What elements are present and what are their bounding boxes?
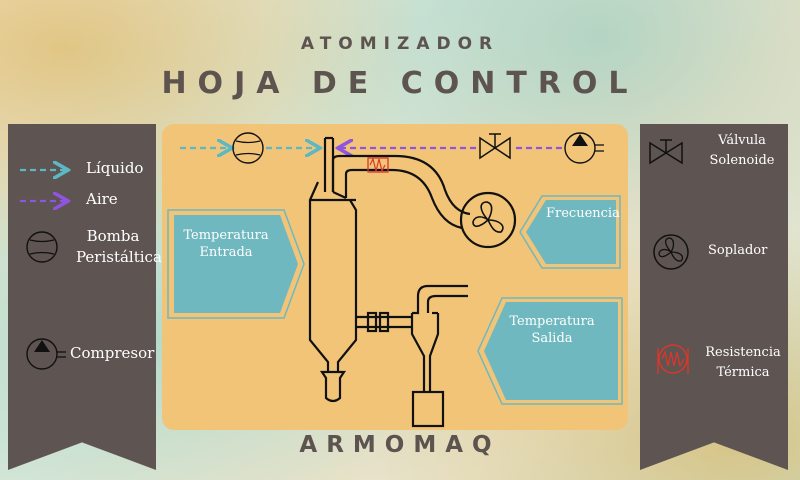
thermal-resistance-icon	[657, 344, 689, 374]
heater-element	[367, 157, 389, 173]
compressor-icon	[26, 338, 66, 370]
diagram-compressor-icon	[564, 132, 604, 164]
cyclone-separator	[410, 284, 468, 384]
drying-chamber	[308, 181, 358, 372]
diagram-valve-icon	[479, 133, 511, 160]
collection-vial	[319, 370, 347, 403]
legend-banner-right	[640, 124, 788, 470]
page-subtitle: ATOMIZADOR	[300, 34, 500, 54]
nozzle	[323, 136, 335, 192]
product-container	[411, 384, 445, 428]
diagram-blower-icon	[459, 191, 517, 249]
temp-out-display-frame	[477, 297, 623, 405]
brand-footer: ARMOMAQ	[299, 432, 501, 458]
legend-compressor-label: Compresor	[70, 344, 155, 362]
legend-liquid-label: Líquido	[86, 159, 144, 177]
legend-banner-left	[8, 124, 156, 470]
legend-valve-label: Válvula Solenoide	[709, 133, 775, 168]
temp-out-display	[484, 302, 618, 400]
frequency-label: Frecuencia	[546, 206, 620, 221]
diagram-pump-icon	[232, 132, 264, 164]
solenoid-valve-icon	[649, 139, 683, 165]
temp-in-display	[174, 215, 298, 313]
temp-in-display-frame	[167, 209, 305, 319]
frequency-display	[526, 200, 616, 264]
peristaltic-pump-icon	[26, 231, 58, 263]
legend-blower-label: Soplador	[708, 243, 768, 258]
blower-icon	[653, 234, 689, 270]
temp-out-label: Temperatura Salida	[509, 314, 595, 346]
page-title: HOJA DE CONTROL	[161, 66, 639, 101]
legend-pump-label: Bomba Peristáltica	[76, 227, 162, 266]
legend-resistance-label: Resistencia Térmica	[705, 345, 781, 380]
legend-air-label: Aire	[86, 190, 118, 208]
temp-in-label: Temperatura Entrada	[183, 228, 269, 260]
outlet-pipe	[356, 311, 412, 333]
frequency-display-frame	[519, 195, 621, 269]
hot-air-duct	[331, 154, 471, 230]
